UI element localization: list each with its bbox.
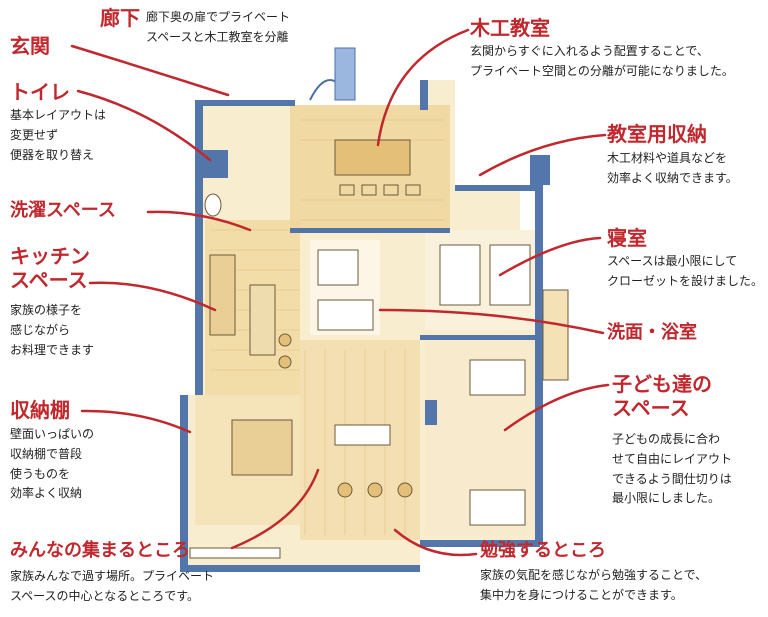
label-mokko-title: 木工教室 — [470, 16, 550, 40]
label-benkyo-title: 勉強するところ — [480, 540, 606, 561]
label-sentaku-title: 洗濯スペース — [10, 200, 116, 221]
label-shunou-desc: 壁面いっぱいの 収納棚で普段 使うものを 効率よく収納 — [10, 427, 95, 501]
label-roka-desc: 廊下奥の扉でプライベート スペースと木工教室を分離 — [146, 10, 291, 44]
label-toilet-desc: 基本レイアウトは 変更せず 便器を取り替え — [10, 108, 107, 162]
label-benkyo-desc: 家族の気配を感じながら勉強することで、 集中力を身につけることができます。 — [480, 568, 708, 602]
label-minna-title: みんなの集まるところ — [10, 540, 190, 561]
label-roka-title: 廊下 — [100, 6, 140, 30]
label-kitchen-title: キッチン スペース — [10, 244, 90, 292]
label-senmen-title: 洗面・浴室 — [607, 322, 697, 343]
label-kyoshitsu-title: 教室用収納 — [607, 122, 707, 146]
label-kodomo-title: 子ども達の スペース — [612, 372, 712, 420]
label-toilet-title: トイレ — [10, 80, 70, 104]
label-kitchen-desc: 家族の様子を 感じながら お料理できます — [10, 303, 95, 357]
label-genkan-title: 玄関 — [10, 34, 50, 58]
label-kodomo-desc: 子どもの成長に合わ せて自由にレイアウト できるよう間仕切りは 最小限にしました… — [612, 432, 733, 506]
label-shunou-title: 収納棚 — [10, 398, 70, 422]
label-minna-desc: 家族みんなで過す場所。プライベート スペースの中心となるところです。 — [10, 569, 215, 603]
label-mokko-desc: 玄関からすぐに入れるよう配置することで、 プライベート空間との分離が可能になりま… — [470, 44, 734, 78]
label-shinshitsu-desc: スペースは最小限にして クローゼットを設けました。 — [607, 254, 764, 288]
label-kyoshitsu-desc: 木工材料や道具などを 効率よく収納できます。 — [607, 151, 738, 185]
label-shinshitsu-title: 寝室 — [607, 226, 647, 250]
